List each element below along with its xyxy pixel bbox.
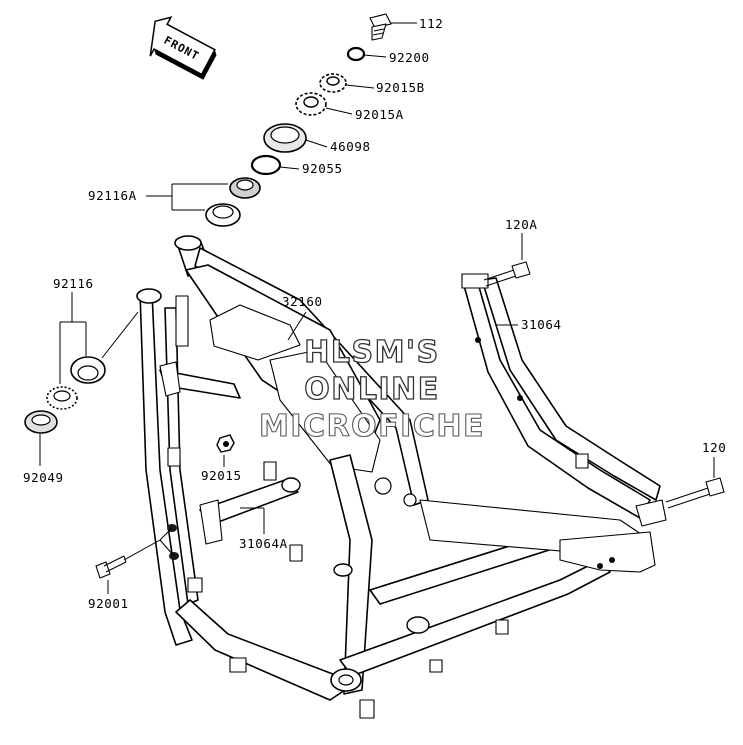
part-92116A-lower-race[interactable] [205,203,241,227]
part-92015A-nut[interactable] [295,92,327,116]
label-120: 120 [702,440,726,455]
part-92049-seal[interactable] [24,410,58,434]
label-32160: 32160 [282,294,323,309]
watermark-line1: HLSM'S [304,335,439,370]
part-32160-frame[interactable] [136,235,656,719]
label-31064: 31064 [521,317,562,332]
label-92055: 92055 [302,161,343,176]
label-92200: 92200 [389,50,430,65]
part-31064A-tube[interactable] [199,461,301,545]
part-31064-rear-frame[interactable] [461,273,667,527]
part-92015-nut[interactable] [216,434,235,453]
label-120A: 120A [505,217,538,232]
part-92015B-nut[interactable] [319,73,347,93]
label-92015B: 92015B [376,80,425,95]
watermark-line3: MICROFICHE [259,409,485,444]
part-92116-race[interactable] [70,356,106,384]
label-31064A: 31064A [239,536,288,551]
part-92001-bolt[interactable] [95,555,127,579]
part-120-bolt[interactable] [665,477,725,509]
watermark-line2: ONLINE [304,372,440,407]
watermark: HLSM'S ONLINE MICROFICHE [258,334,485,444]
label-46098: 46098 [330,139,371,154]
label-92001: 92001 [88,596,129,611]
label-112: 112 [419,16,443,31]
part-46098-seal[interactable] [263,123,307,153]
label-92049: 92049 [23,470,64,485]
label-92116A: 92116A [88,188,137,203]
front-arrow-icon [149,16,216,76]
front-direction-badge: FRONT [149,16,217,80]
label-92116: 92116 [53,276,94,291]
leader-lines [39,22,715,594]
part-92200-washer[interactable] [346,46,366,62]
part-112-bolt[interactable] [369,13,392,41]
label-92015: 92015 [201,468,242,483]
part-120A-bolt[interactable] [483,261,531,287]
part-92116A-upper-race[interactable] [229,177,261,199]
part-92116-bearing[interactable] [46,386,78,410]
part-92055-ring[interactable] [250,154,282,176]
label-92015A: 92015A [355,107,404,122]
